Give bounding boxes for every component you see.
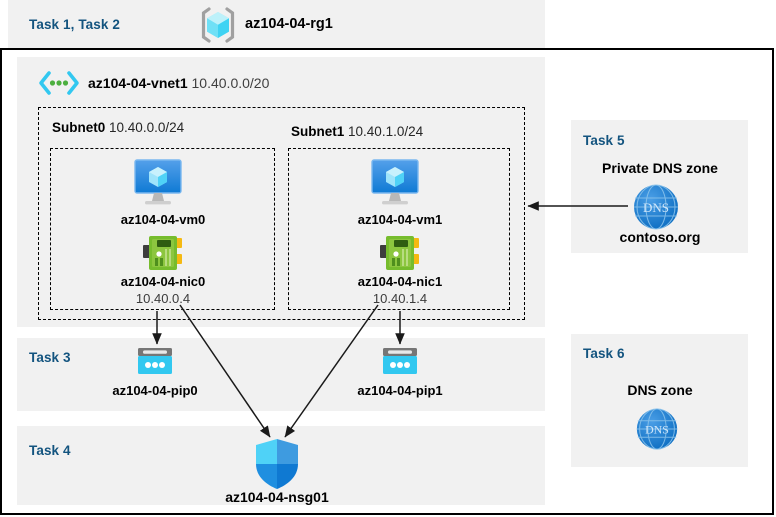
task-6-label: Task 6 — [583, 346, 625, 361]
vnet-address-space: 10.40.0.0/20 — [191, 75, 270, 91]
dns-icon-text: DNS — [643, 200, 669, 215]
vm0-name: az104-04-vm0 — [120, 212, 206, 227]
network-interface-icon — [379, 234, 421, 272]
subnet0-cidr: 10.40.0.0/24 — [109, 120, 185, 135]
task-3-label: Task 3 — [29, 350, 71, 365]
dns-zone-globe-icon: DNS — [632, 183, 680, 231]
private-dns-zone-heading: Private DNS zone — [602, 160, 718, 176]
dns-icon-text: DNS — [645, 423, 669, 437]
task-3-panel — [17, 338, 545, 411]
subnet1-box — [288, 148, 510, 310]
subnet0-label: Subnet0 — [52, 120, 106, 135]
nsg-name: az104-04-nsg01 — [225, 489, 329, 505]
task-1-2-label: Task 1, Task 2 — [29, 17, 120, 32]
network-security-group-shield-icon — [253, 438, 301, 490]
diagram-outer-frame — [0, 48, 774, 515]
resource-group-name: az104-04-rg1 — [245, 16, 333, 32]
subnet1-label: Subnet1 — [291, 124, 345, 139]
vm1-name: az104-04-vm1 — [357, 212, 443, 227]
subnet1-cidr: 10.40.1.0/24 — [348, 124, 424, 139]
dns-zone-globe-icon: DNS — [635, 407, 679, 451]
vnet-name: az104-04-vnet1 — [88, 75, 188, 91]
virtual-network-icon — [36, 68, 82, 98]
dns-zone-heading: DNS zone — [627, 382, 693, 398]
subnets-wrapper — [38, 107, 525, 320]
public-ip-address-icon — [136, 347, 174, 377]
nic1-ip: 10.40.1.4 — [372, 291, 428, 306]
vnet-panel — [17, 57, 545, 327]
virtual-machine-icon — [130, 157, 186, 207]
resource-group-panel — [8, 0, 545, 48]
resource-group-cube-icon — [197, 4, 239, 46]
nic1-name: az104-04-nic1 — [357, 274, 443, 289]
network-interface-icon — [142, 234, 184, 272]
public-ip-address-icon — [381, 347, 419, 377]
virtual-machine-icon — [367, 157, 423, 207]
task-4-label: Task 4 — [29, 443, 71, 458]
task-5-label: Task 5 — [583, 133, 625, 148]
subnet0-title: Subnet0 10.40.0.0/24 — [52, 120, 184, 135]
private-dns-zone-name: contoso.org — [619, 229, 701, 245]
subnet1-title: Subnet1 10.40.1.0/24 — [291, 124, 423, 139]
nic0-name: az104-04-nic0 — [120, 274, 206, 289]
subnet0-box — [50, 148, 275, 310]
vnet-title: az104-04-vnet1 10.40.0.0/20 — [88, 75, 269, 91]
pip0-name: az104-04-pip0 — [112, 383, 198, 398]
nic0-ip: 10.40.0.4 — [135, 291, 191, 306]
pip1-name: az104-04-pip1 — [357, 383, 443, 398]
